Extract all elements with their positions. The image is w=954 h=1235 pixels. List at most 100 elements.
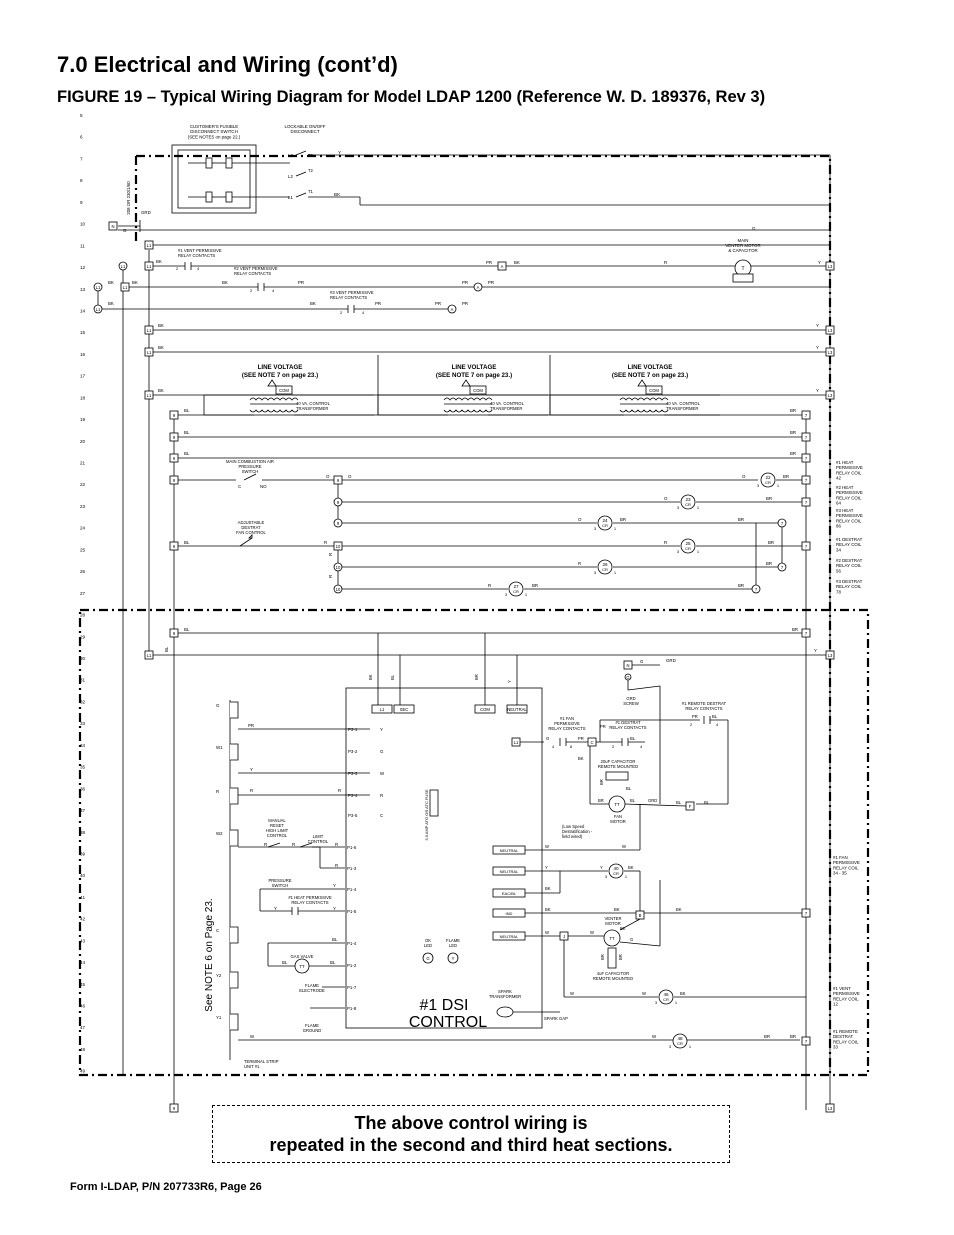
diagram-label: W xyxy=(570,991,574,996)
dsi-right-terminal xyxy=(492,888,526,898)
wire-path xyxy=(249,397,299,401)
row-number: 38 xyxy=(80,830,86,835)
terminal-label: 9 xyxy=(173,435,176,440)
strip-terminal xyxy=(230,1013,239,1031)
dsi-label-line2: CONTROL xyxy=(409,1014,487,1031)
terminal xyxy=(587,737,597,747)
main-venter-label: VENTER MOTOR xyxy=(725,243,760,248)
terminal-circle xyxy=(777,562,787,572)
transformer-label: TRANSFORMER xyxy=(490,406,522,411)
row-number: 42 xyxy=(80,917,86,922)
row-number: 37 xyxy=(80,808,86,813)
diagram-label: BL xyxy=(630,798,636,803)
terminal xyxy=(825,650,835,660)
diagram-label: BR xyxy=(599,779,604,785)
terminal-label: A xyxy=(477,285,480,290)
disconnect-terminal: L3 xyxy=(288,153,293,158)
vent-permissive-3-label: RELAY CONTACTS xyxy=(330,295,367,300)
diagram-label: R xyxy=(264,842,267,847)
diagram-label: BL xyxy=(704,800,710,805)
terminal-label: 7 xyxy=(805,478,808,483)
line-voltage-label: LINE VOLTAGE xyxy=(452,364,497,371)
lockable-disconnect-label: DISCONNECT xyxy=(290,129,319,134)
relay-coil-label: 42 xyxy=(836,476,841,481)
diagram-label: BL xyxy=(184,451,190,456)
relay-coil-label: RELAY COIL xyxy=(836,542,862,547)
diagram-label: BR xyxy=(783,474,789,479)
terminal-label: L1 xyxy=(147,393,152,398)
row-number: 34 xyxy=(80,743,86,748)
diagram-label: BK xyxy=(676,907,682,912)
relay-pin: 1 xyxy=(697,549,700,554)
terminal xyxy=(685,801,695,811)
wire-color: G xyxy=(752,226,756,231)
row-number: 24 xyxy=(80,526,86,531)
terminal xyxy=(801,908,811,918)
row-number: 18 xyxy=(80,395,86,400)
row-number: 12 xyxy=(80,265,86,270)
row-number: 46 xyxy=(80,1004,86,1009)
relay-coil-label: #1 DESTRAT xyxy=(836,537,863,542)
diagram-label: PR xyxy=(435,301,441,306)
diagram-label: BL xyxy=(712,714,718,719)
relay-number: 40 xyxy=(613,866,619,871)
diagram-label: O xyxy=(546,736,550,741)
diagram-label: 4 xyxy=(362,310,365,315)
diagram-label: BK xyxy=(620,926,626,931)
relay-cr: CR xyxy=(613,871,619,876)
relay-coil-40 xyxy=(608,863,624,879)
relay-pin: 3 xyxy=(505,592,508,597)
diagram-label: R xyxy=(328,575,333,578)
dsi-terminal-label: COM xyxy=(480,707,490,712)
diagram-label: 2 xyxy=(250,288,253,293)
transformer-icon xyxy=(267,379,277,387)
terminal-circle xyxy=(333,562,343,572)
wire xyxy=(619,918,641,931)
remote-destrat-contacts-label: #1 REMOTE DESTRAT xyxy=(682,701,727,706)
diagram-label: PR xyxy=(462,301,468,306)
transformer-label: 40 VA. CONTROL xyxy=(296,401,331,406)
terminal xyxy=(144,325,154,335)
diagram-label: BL xyxy=(184,430,190,435)
relay-coil-25 xyxy=(680,538,696,554)
terminal xyxy=(825,347,835,357)
vent-permissive-3-label: #3 VENT PERMISSIVE xyxy=(330,290,374,295)
strip-letter: R xyxy=(216,789,219,794)
com-label: COM xyxy=(473,388,483,393)
terminal xyxy=(825,261,835,271)
diagram-label: BR xyxy=(764,1034,770,1039)
diagram-label: BK xyxy=(132,280,138,285)
low-speed-label: field wired) xyxy=(562,834,583,839)
grd-screw-label: SCREW xyxy=(623,701,639,706)
row-number: 22 xyxy=(80,482,86,487)
diagram-label: BL xyxy=(390,674,395,680)
dsi-terminal-label: L1 xyxy=(380,707,385,712)
terminal-label: 7 xyxy=(805,544,808,549)
terminal xyxy=(801,453,811,463)
row-number: 20 xyxy=(80,439,86,444)
terminal xyxy=(825,1103,835,1113)
diagram-label: PR xyxy=(248,723,254,728)
relay-coil-label: #3 DESTRAT xyxy=(836,579,863,584)
relay-cr: CR xyxy=(677,1041,683,1046)
diagram-label: BR xyxy=(532,583,538,588)
terminal-label: 9 xyxy=(173,631,176,636)
transformer-label: 40 VA. CONTROL xyxy=(666,401,701,406)
diagram-label: BR xyxy=(738,583,744,588)
wire xyxy=(243,473,257,481)
dsi-right-terminal-label: EAC/BL xyxy=(502,891,517,896)
relay-coil-label: 78 xyxy=(836,589,841,594)
diagram-label: NO xyxy=(260,484,267,489)
terminal-label: G xyxy=(626,675,629,680)
terminal xyxy=(169,541,179,551)
terminal-label: 9 xyxy=(337,500,340,505)
remote-destrat-coil-label: 33 xyxy=(833,1045,838,1050)
row-number: 21 xyxy=(80,461,86,466)
destrat-control-label: DESTRAT xyxy=(241,525,261,530)
customer-switch-label: CUSTOMER'S FUSIBLE xyxy=(190,124,238,129)
diagram-label: BK xyxy=(578,756,584,761)
fan-coil-label: #1 FAN xyxy=(833,855,848,860)
wire xyxy=(267,842,281,848)
diagram-label: W xyxy=(250,1034,255,1039)
limit-control-label: LIMIT xyxy=(313,834,324,839)
